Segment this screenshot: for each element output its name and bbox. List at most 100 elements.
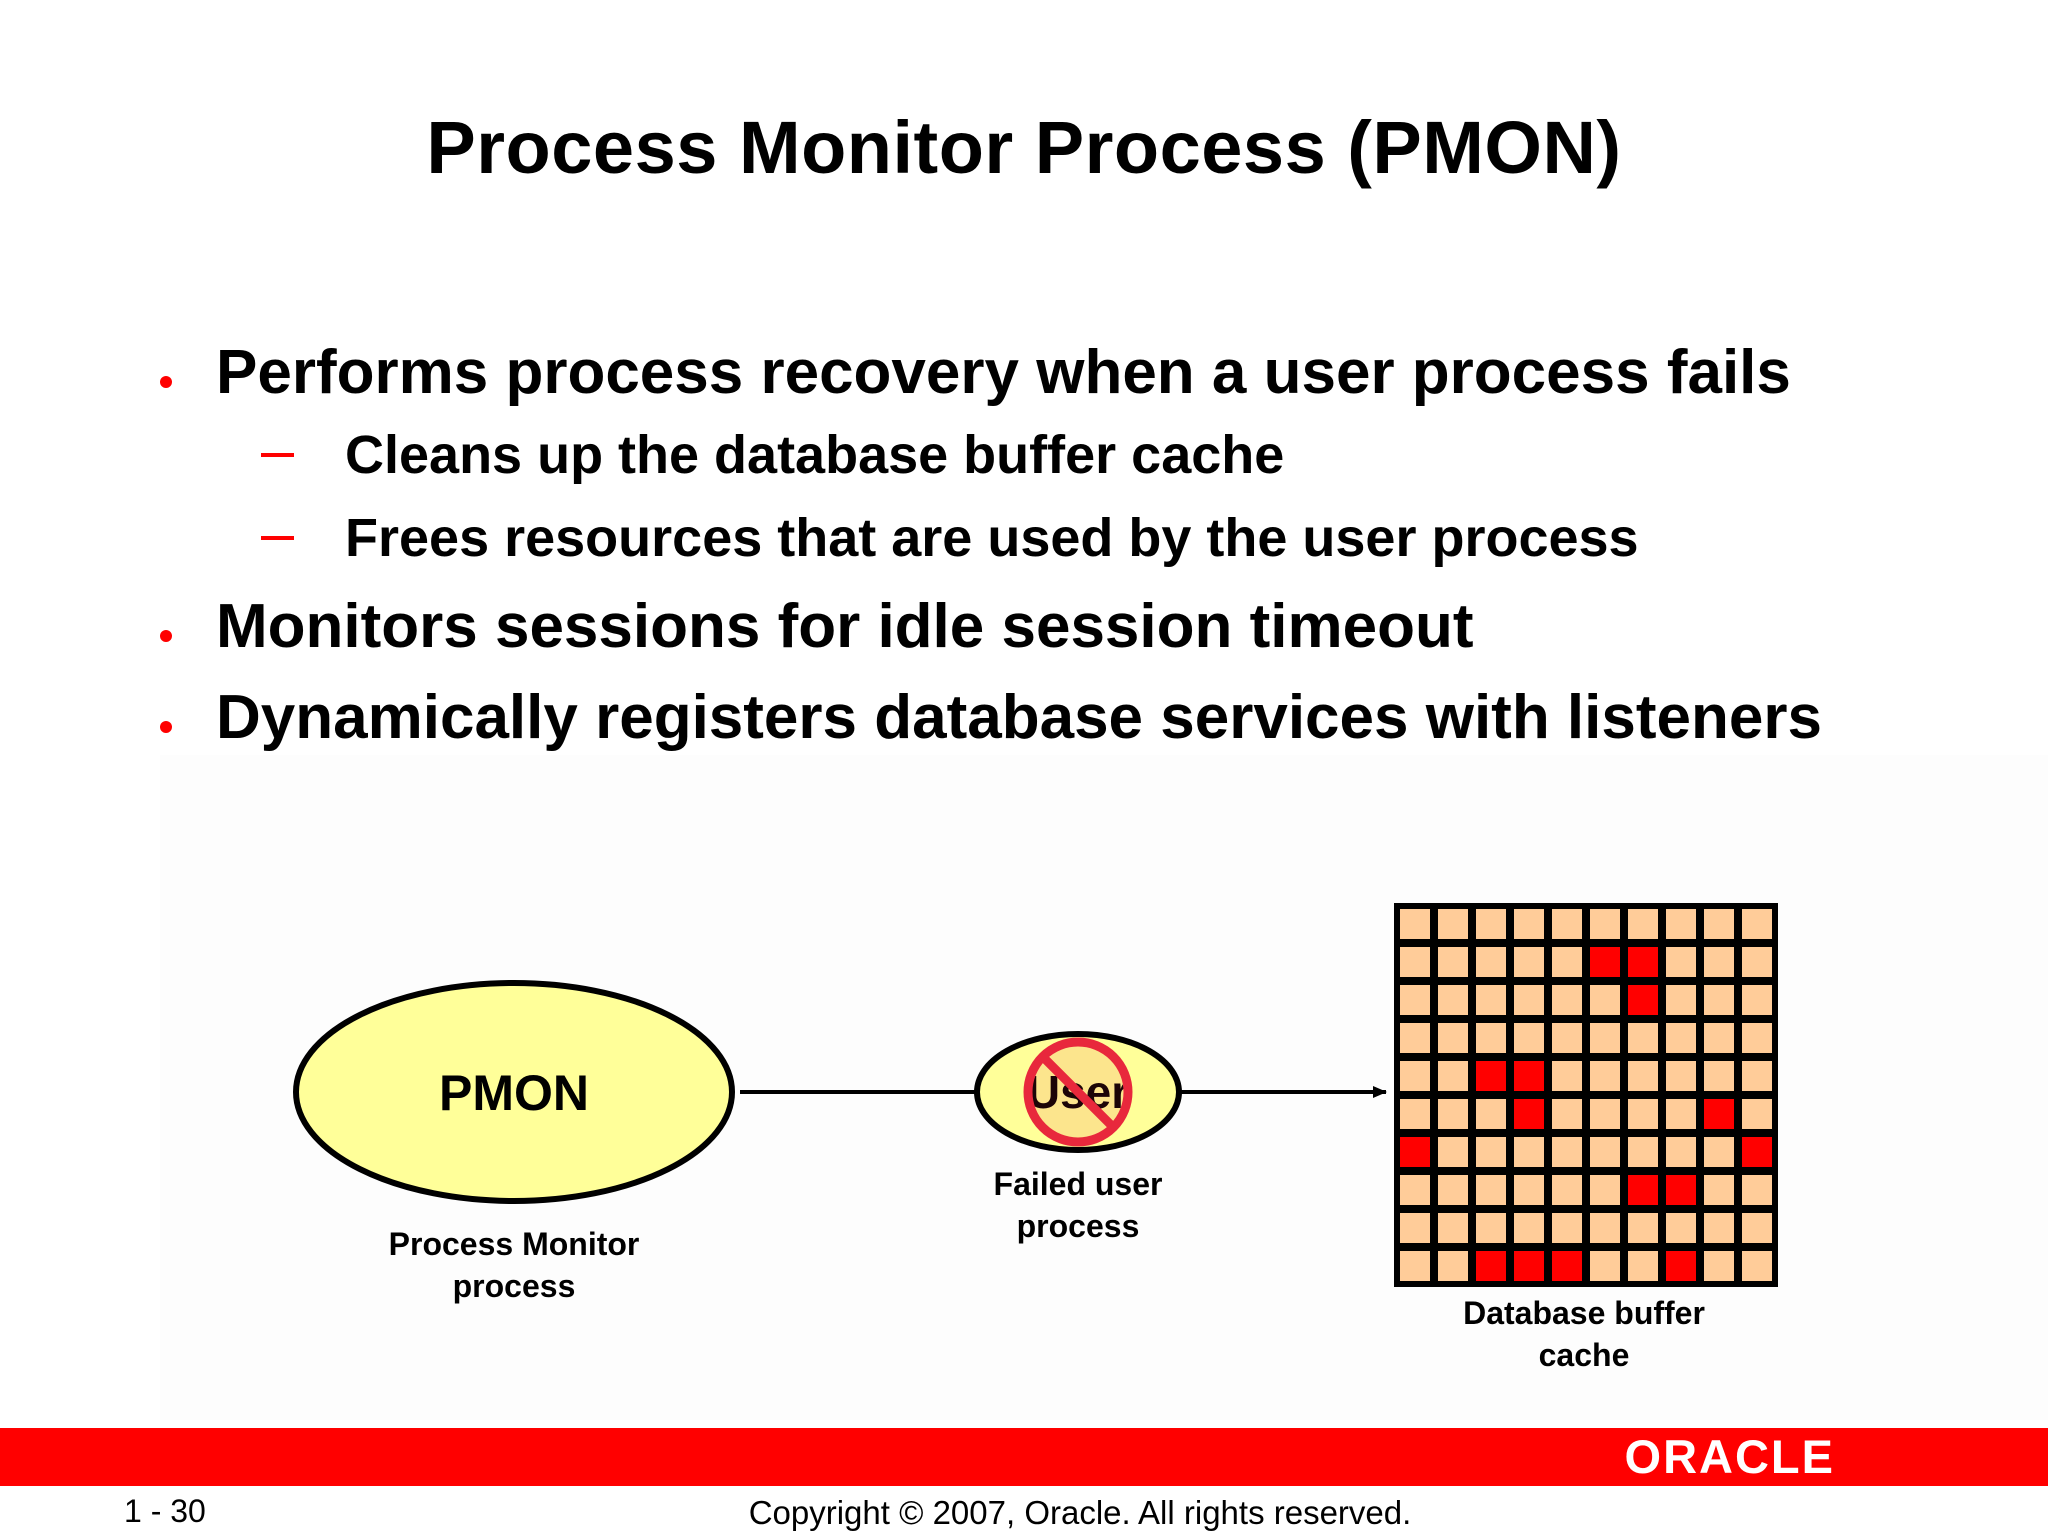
buffer-cell	[1704, 1251, 1734, 1281]
buffer-cell	[1704, 1213, 1734, 1243]
buffer-cell	[1476, 985, 1506, 1015]
cache-caption-line: Database buffer	[1463, 1295, 1705, 1331]
dirty-buffer-cell	[1742, 1137, 1772, 1167]
buffer-cell	[1514, 1023, 1544, 1053]
buffer-cell	[1438, 1023, 1468, 1053]
buffer-cell	[1742, 1251, 1772, 1281]
buffer-cell	[1438, 1175, 1468, 1205]
buffer-cell	[1742, 1023, 1772, 1053]
dirty-buffer-cell	[1666, 1175, 1696, 1205]
bullet-text: Monitors sessions for idle session timeo…	[216, 592, 1474, 661]
buffer-cell	[1552, 1099, 1582, 1129]
buffer-cell	[1438, 1251, 1468, 1281]
buffer-cache-grid	[1394, 903, 1778, 1287]
pmon-diagram: PMON User	[293, 903, 1778, 1287]
buffer-cell	[1400, 1213, 1430, 1243]
buffer-cell	[1438, 947, 1468, 977]
buffer-cell	[1704, 947, 1734, 977]
user-caption: Failed user process	[928, 1163, 1228, 1247]
buffer-cell	[1742, 1175, 1772, 1205]
buffer-cell	[1552, 1213, 1582, 1243]
pmon-label: PMON	[439, 1065, 589, 1121]
buffer-cell	[1514, 985, 1544, 1015]
page-number: 1 - 30	[124, 1493, 206, 1529]
buffer-cell	[1628, 1023, 1658, 1053]
buffer-cell	[1666, 985, 1696, 1015]
buffer-cell	[1590, 1023, 1620, 1053]
buffer-cell	[1514, 909, 1544, 939]
buffer-cell	[1476, 1023, 1506, 1053]
buffer-cell	[1666, 1213, 1696, 1243]
dirty-buffer-cell	[1666, 1251, 1696, 1281]
dirty-buffer-cell	[1628, 947, 1658, 977]
buffer-cell	[1476, 1099, 1506, 1129]
buffer-cell	[1590, 1137, 1620, 1167]
buffer-cell	[1400, 909, 1430, 939]
dirty-buffer-cell	[1514, 1099, 1544, 1129]
buffer-cell	[1666, 947, 1696, 977]
buffer-cell	[1742, 985, 1772, 1015]
sub-bullet-text: Frees resources that are used by the use…	[345, 508, 1639, 568]
buffer-cell	[1400, 985, 1430, 1015]
buffer-cell	[1666, 909, 1696, 939]
buffer-cell	[1476, 947, 1506, 977]
prohibited-icon	[1023, 1037, 1133, 1147]
pmon-caption-line: Process Monitor	[388, 1226, 640, 1262]
buffer-cell	[1704, 1061, 1734, 1091]
buffer-cell	[1438, 985, 1468, 1015]
buffer-cell	[1590, 985, 1620, 1015]
buffer-cell	[1742, 909, 1772, 939]
slide-title: Process Monitor Process (PMON)	[426, 106, 1622, 189]
buffer-cell	[1590, 1099, 1620, 1129]
dirty-buffer-cell	[1704, 1099, 1734, 1129]
dirty-buffer-cell	[1400, 1137, 1430, 1167]
buffer-cell	[1552, 1061, 1582, 1091]
sub-bullet-text: Cleans up the database buffer cache	[345, 425, 1285, 485]
buffer-cell	[1476, 1175, 1506, 1205]
dirty-buffer-cell	[1514, 1061, 1544, 1091]
dirty-buffer-cell	[1628, 985, 1658, 1015]
buffer-cell	[1628, 1061, 1658, 1091]
bullet-dot-icon	[160, 721, 172, 733]
cache-caption: Database buffer cache	[1434, 1292, 1734, 1376]
buffer-cell	[1400, 947, 1430, 977]
buffer-cell	[1400, 1251, 1430, 1281]
buffer-cell	[1590, 1213, 1620, 1243]
bullet-text: Performs process recovery when a user pr…	[216, 338, 1791, 407]
buffer-cell	[1628, 1251, 1658, 1281]
buffer-cell	[1628, 1213, 1658, 1243]
dirty-buffer-cell	[1628, 1175, 1658, 1205]
dirty-buffer-cell	[1590, 947, 1620, 977]
buffer-cell	[1400, 1175, 1430, 1205]
buffer-cell	[1438, 1099, 1468, 1129]
buffer-cell	[1590, 1061, 1620, 1091]
buffer-cell	[1590, 909, 1620, 939]
buffer-cell	[1552, 947, 1582, 977]
buffer-cell	[1590, 1175, 1620, 1205]
oracle-logo: ORACLE	[1624, 1430, 1835, 1483]
bullet-text: Dynamically registers database services …	[216, 683, 1822, 752]
buffer-cell	[1476, 1213, 1506, 1243]
dirty-buffer-cell	[1476, 1061, 1506, 1091]
buffer-cell	[1742, 1213, 1772, 1243]
buffer-cell	[1514, 947, 1544, 977]
buffer-cell	[1552, 909, 1582, 939]
buffer-cell	[1400, 1061, 1430, 1091]
buffer-cell	[1438, 1137, 1468, 1167]
buffer-cell	[1552, 1023, 1582, 1053]
buffer-cell	[1552, 1137, 1582, 1167]
footer-bar	[0, 1428, 2048, 1486]
buffer-cell	[1552, 985, 1582, 1015]
dirty-buffer-cell	[1552, 1251, 1582, 1281]
buffer-cell	[1628, 909, 1658, 939]
buffer-cell	[1514, 1213, 1544, 1243]
buffer-cell	[1704, 1137, 1734, 1167]
buffer-cell	[1476, 909, 1506, 939]
buffer-cell	[1704, 985, 1734, 1015]
buffer-cell	[1438, 909, 1468, 939]
user-caption-line: Failed user	[993, 1166, 1163, 1202]
sub-bullet-dash-icon	[261, 453, 294, 457]
buffer-cell	[1400, 1099, 1430, 1129]
buffer-cell	[1666, 1137, 1696, 1167]
pmon-ellipse	[293, 980, 735, 1204]
